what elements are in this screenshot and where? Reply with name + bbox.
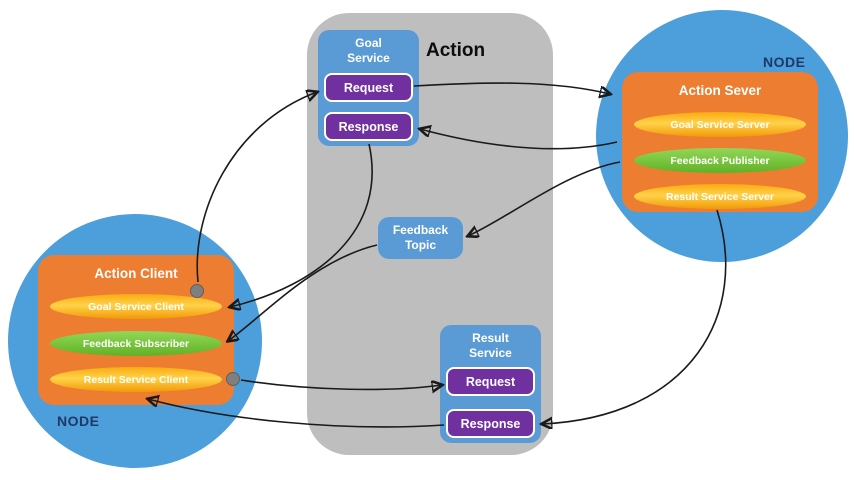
result-service-server-pill: Result Service Server (634, 184, 806, 209)
action-server-title: Action Sever (678, 83, 762, 98)
result-response-box: Response (446, 409, 535, 438)
action-client-title: Action Client (94, 266, 178, 281)
client-node-label: NODE (57, 413, 100, 429)
result-request-box: Request (446, 367, 535, 396)
goal-service-client-label: Goal Service Client (88, 300, 184, 313)
feedback-subscriber-label: Feedback Subscriber (82, 337, 190, 350)
goal-service-client-pill: Goal Service Client (50, 294, 222, 319)
action-client-box: Action Client Goal Service Client Feedba… (38, 255, 234, 405)
goal-request-box: Request (324, 73, 413, 102)
feedback-topic-box: Feedback Topic (378, 217, 463, 259)
result-client-connector-dot (226, 372, 240, 386)
result-service-client-label: Result Service Client (83, 373, 189, 386)
goal-service-server-pill: Goal Service Server (634, 112, 806, 137)
result-service-server-label: Result Service Server (666, 190, 774, 203)
result-service-box: Result Service Request Response (440, 325, 541, 443)
goal-service-label: Goal Service (347, 36, 390, 65)
goal-client-connector-dot (190, 284, 204, 298)
feedback-publisher-pill: Feedback Publisher (634, 148, 806, 173)
feedback-subscriber-pill: Feedback Subscriber (50, 331, 222, 356)
goal-service-server-label: Goal Service Server (670, 118, 770, 131)
goal-service-box: Goal Service Request Response (318, 30, 419, 146)
action-server-box: Action Sever Goal Service Server Feedbac… (622, 72, 818, 212)
feedback-publisher-label: Feedback Publisher (670, 154, 770, 167)
result-service-label: Result Service (469, 331, 512, 360)
action-title: Action (426, 40, 486, 61)
server-node-label: NODE (763, 54, 806, 70)
goal-response-box: Response (324, 112, 413, 141)
result-service-client-pill: Result Service Client (50, 367, 222, 392)
feedback-topic-label: Feedback Topic (392, 223, 449, 252)
